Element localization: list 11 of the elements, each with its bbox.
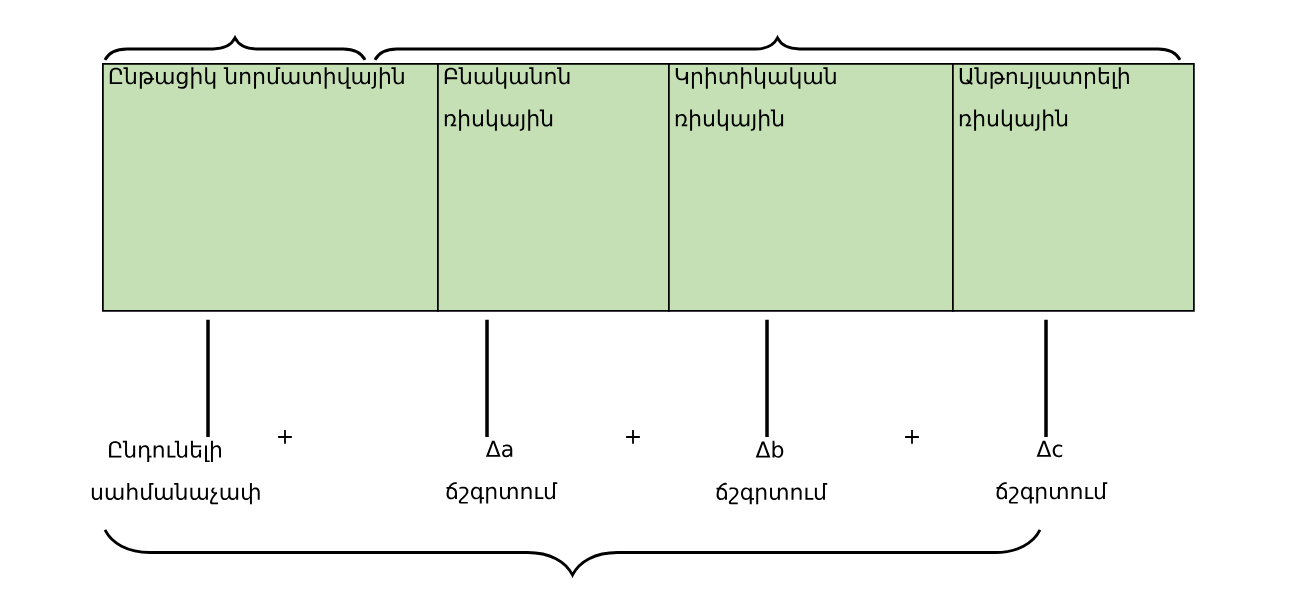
table-cell: Բնականոն ռիսկային [437, 63, 670, 312]
plus-sign: + [626, 430, 640, 444]
table-cell: Անթույլատրելի ռիսկային [952, 63, 1195, 312]
formula-term: Δc ճշգրտում [996, 440, 1108, 504]
table-cell: Ընթացիկ նորմատիվային [102, 63, 439, 312]
formula-term: Δa ճշգրտում [446, 440, 558, 504]
plus-sign: + [278, 430, 292, 444]
formula-term: Ընդունելի սահմանաչափ [91, 440, 260, 505]
plus-sign: + [905, 430, 919, 444]
table-cell: Կրիտիկական ռիսկային [668, 63, 954, 312]
formula-term: Δb ճշգրտում [716, 440, 828, 505]
